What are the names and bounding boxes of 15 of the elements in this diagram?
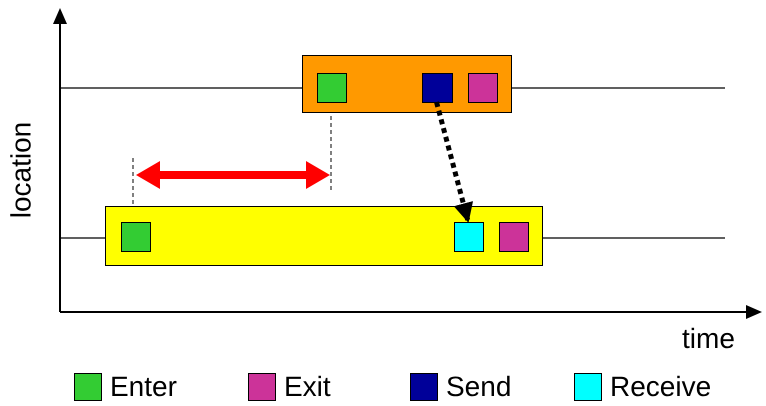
legend-label: Enter: [110, 373, 177, 401]
event-square: [468, 73, 498, 103]
legend-label: Receive: [610, 373, 712, 401]
axis-label: location: [7, 122, 36, 218]
event-square: [454, 222, 484, 252]
event-square: [499, 222, 529, 252]
process-bar: [302, 55, 512, 113]
event-square: [317, 73, 347, 103]
process-bar: [105, 206, 543, 266]
dotted-arrow: [434, 101, 474, 223]
event-square: [422, 73, 453, 103]
event-square: [121, 222, 151, 252]
legend-label: Send: [446, 373, 512, 401]
legend-label: Exit: [284, 373, 331, 401]
axis-label: time: [682, 325, 735, 353]
